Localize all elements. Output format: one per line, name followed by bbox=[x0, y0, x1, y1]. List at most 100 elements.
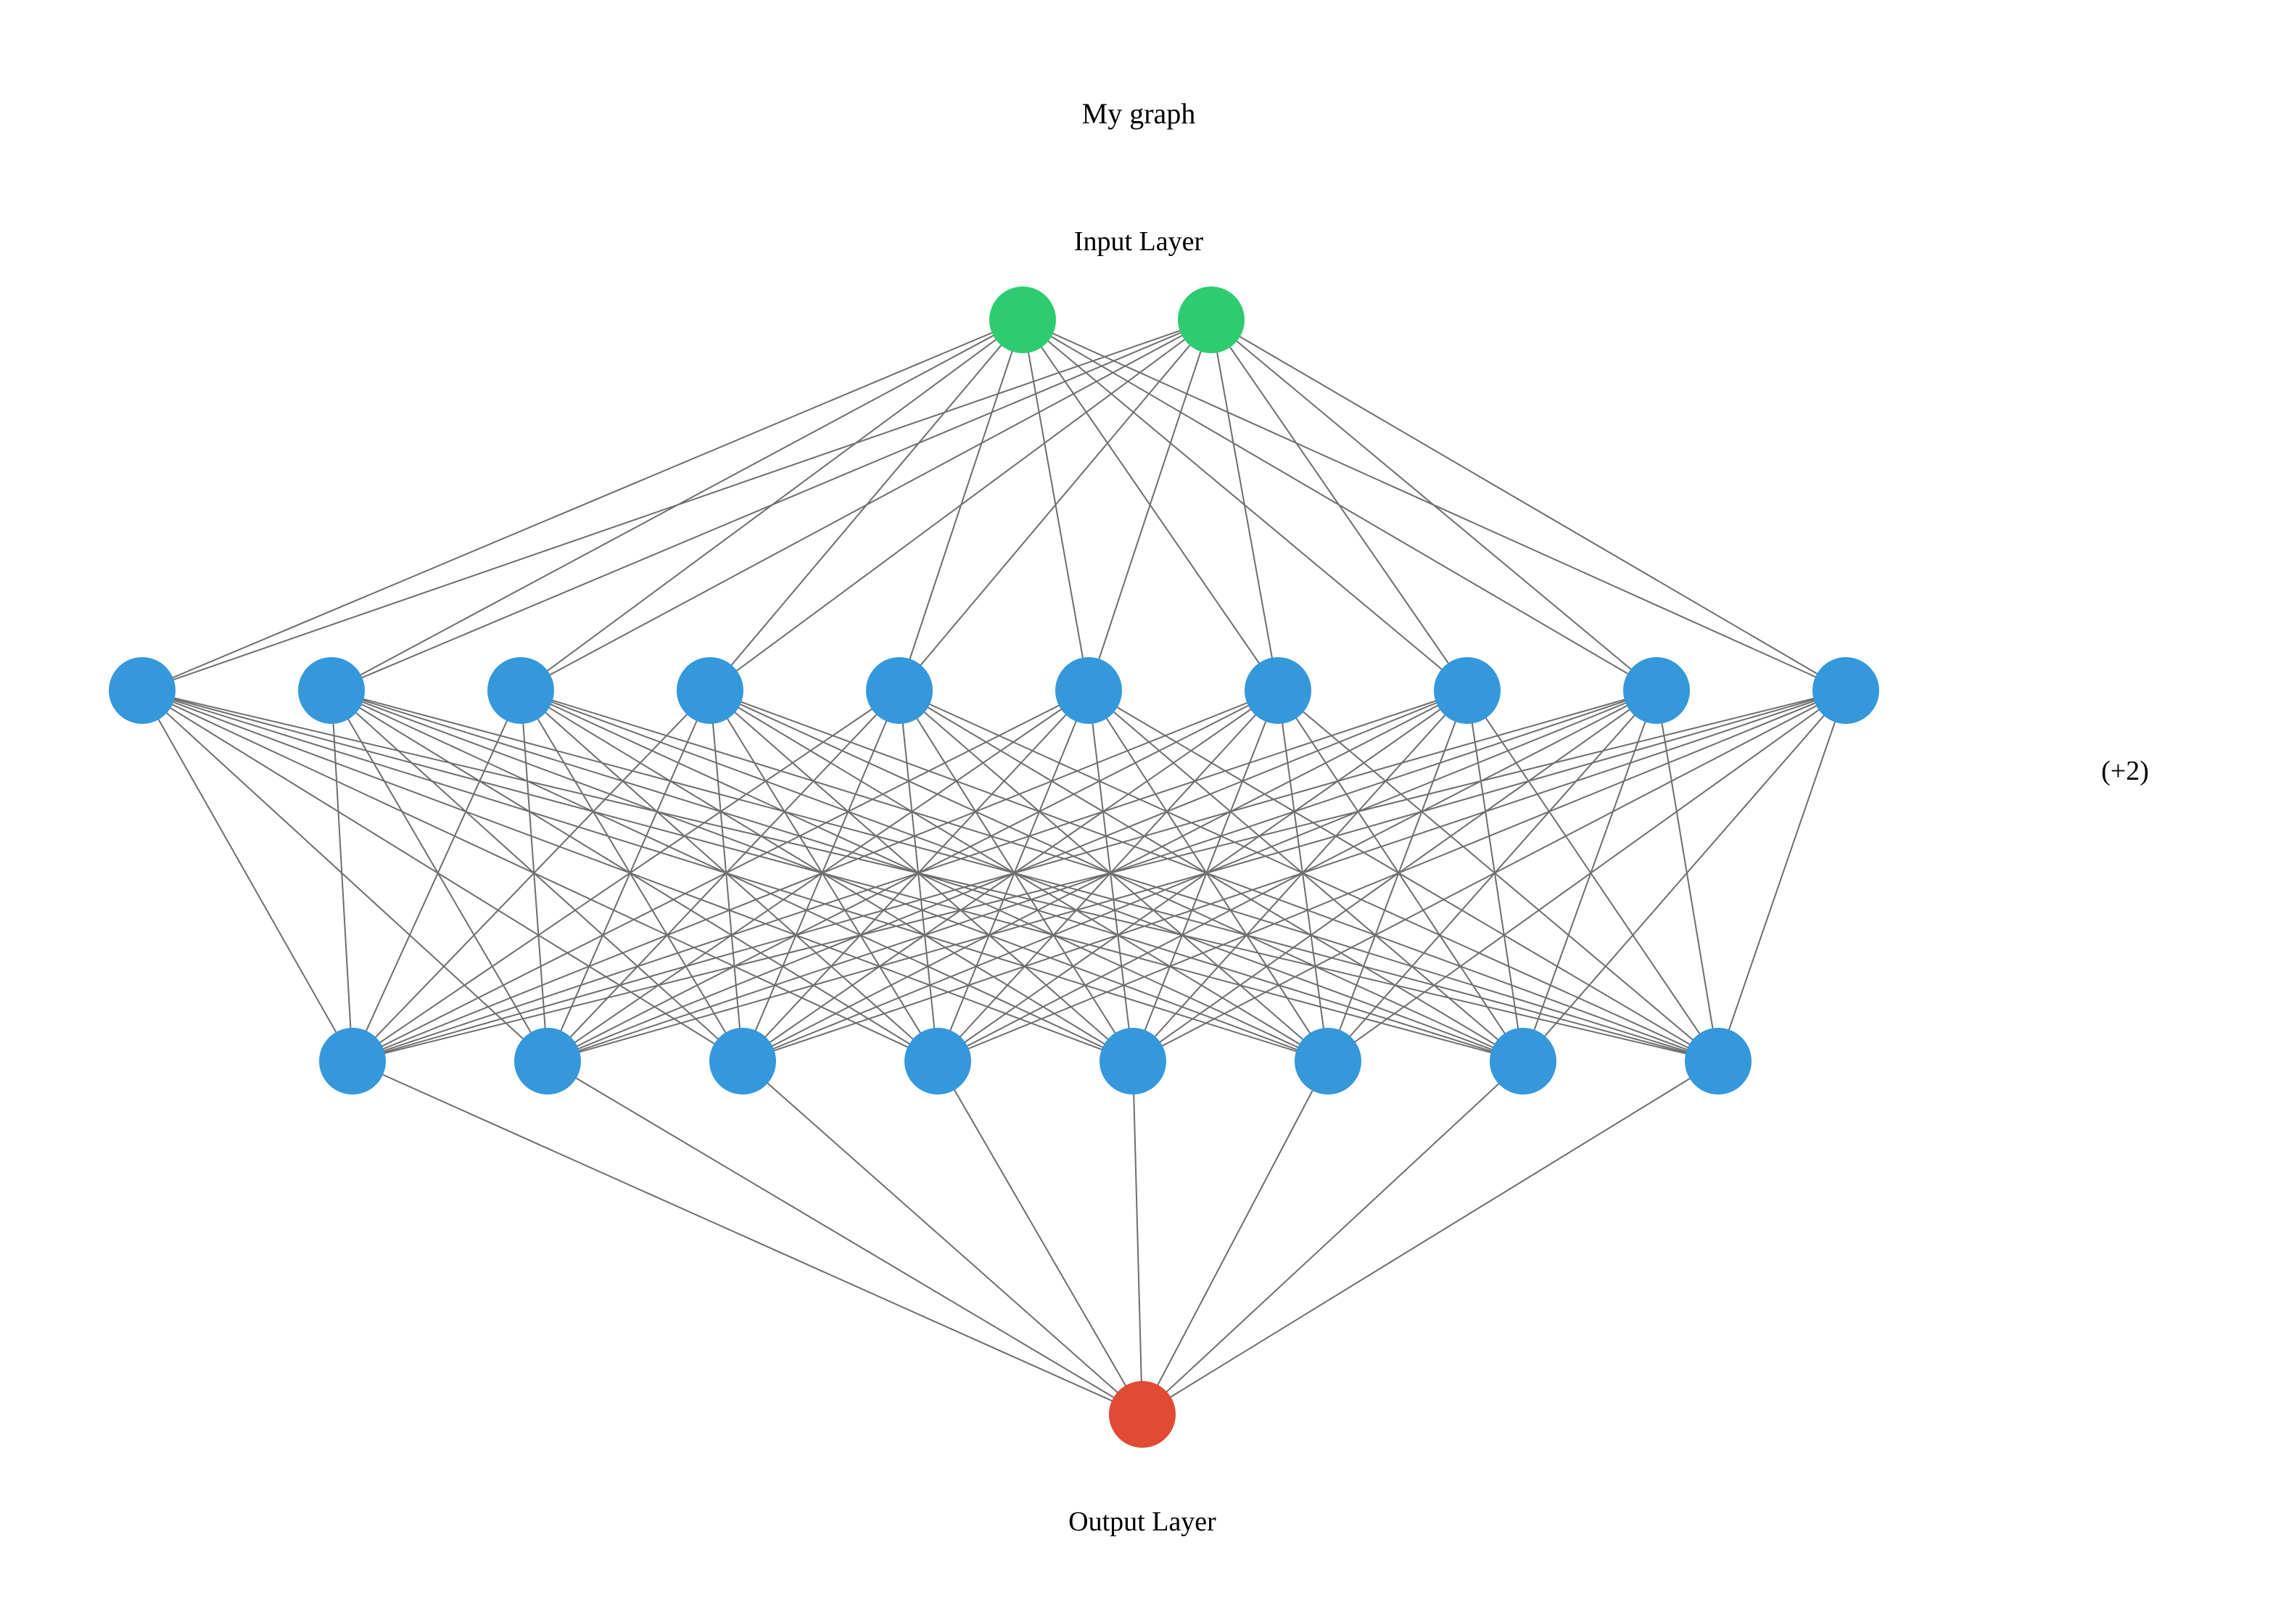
graph-edge bbox=[937, 690, 1657, 1062]
graph-edge bbox=[141, 319, 1212, 691]
graph-node-hidden1-7[interactable] bbox=[1245, 657, 1311, 724]
graph-edge bbox=[709, 690, 1329, 1062]
graph-edge bbox=[1142, 1060, 1719, 1415]
graph-edge bbox=[352, 690, 1847, 1062]
graph-edge bbox=[709, 319, 1212, 691]
graph-edge bbox=[1466, 690, 1524, 1062]
graph-edge bbox=[331, 319, 1212, 691]
graph-edge bbox=[899, 690, 1134, 1062]
graph-edge bbox=[1277, 690, 1329, 1062]
graph-node-hidden2-2[interactable] bbox=[514, 1028, 581, 1095]
graph-edge bbox=[547, 690, 1468, 1062]
graph-edge bbox=[1132, 1060, 1143, 1415]
graph-node-hidden1-9[interactable] bbox=[1623, 657, 1690, 724]
graph-edge bbox=[937, 690, 1089, 1062]
graph-node-input-1[interactable] bbox=[989, 287, 1056, 353]
graph-edge bbox=[1132, 690, 1657, 1062]
graph-edge bbox=[742, 690, 1657, 1062]
graph-edge bbox=[141, 690, 1134, 1062]
page-title: My graph bbox=[1082, 97, 1196, 130]
graph-edge bbox=[1142, 1060, 1524, 1415]
graph-node-hidden2-7[interactable] bbox=[1490, 1028, 1556, 1095]
graph-edge bbox=[141, 690, 939, 1062]
graph-edge bbox=[1717, 690, 1847, 1062]
graph-edge bbox=[331, 690, 939, 1062]
graph-edge bbox=[547, 690, 900, 1062]
graph-edge bbox=[899, 690, 1329, 1062]
graph-edge bbox=[1088, 690, 1329, 1062]
graph-edge bbox=[937, 690, 1847, 1062]
labels-group: My graph Input Layer (+2) Output Layer bbox=[1068, 97, 2149, 1537]
extra-nodes-annotation: (+2) bbox=[2101, 756, 2149, 786]
graph-edge bbox=[331, 690, 1134, 1062]
graph-edge bbox=[331, 690, 743, 1062]
graph-edge bbox=[1522, 690, 1847, 1062]
graph-edge bbox=[709, 690, 743, 1062]
graph-edge bbox=[331, 690, 548, 1062]
graph-edge bbox=[547, 690, 1089, 1062]
graph-edge bbox=[1327, 690, 1847, 1062]
graph-edge bbox=[520, 690, 743, 1062]
graph-edge bbox=[899, 319, 1212, 691]
graph-node-hidden1-8[interactable] bbox=[1434, 657, 1501, 724]
graph-node-hidden1-4[interactable] bbox=[677, 657, 743, 724]
graph-edge bbox=[742, 1060, 1143, 1415]
graph-node-hidden2-6[interactable] bbox=[1295, 1028, 1361, 1095]
graph-edge bbox=[1088, 319, 1212, 691]
graph-edge bbox=[141, 690, 1719, 1062]
graph-edge bbox=[141, 690, 353, 1062]
graph-edge bbox=[331, 690, 353, 1062]
graph-edge bbox=[1656, 690, 1719, 1062]
graph-edge bbox=[742, 690, 1468, 1062]
graph-edge bbox=[1132, 690, 1847, 1062]
graph-edge bbox=[352, 690, 1279, 1062]
graph-edge bbox=[709, 690, 939, 1062]
graph-edge bbox=[1522, 690, 1657, 1062]
graph-node-hidden1-2[interactable] bbox=[298, 657, 365, 724]
graph-edge bbox=[331, 690, 1524, 1062]
graph-edge bbox=[352, 690, 711, 1062]
graph-edge bbox=[547, 690, 1279, 1062]
graph-node-hidden2-8[interactable] bbox=[1685, 1028, 1752, 1095]
graph-edge bbox=[141, 690, 1329, 1062]
graph-edge bbox=[1466, 690, 1719, 1062]
graph-edge bbox=[1210, 319, 1468, 691]
graph-edge bbox=[331, 690, 1329, 1062]
nodes-group bbox=[109, 287, 1879, 1448]
graph-node-input-2[interactable] bbox=[1178, 287, 1245, 353]
graph-edge bbox=[742, 690, 1089, 1062]
graph-node-hidden1-5[interactable] bbox=[866, 657, 933, 724]
graph-edge bbox=[547, 690, 711, 1062]
graph-node-hidden1-1[interactable] bbox=[109, 657, 176, 724]
graph-node-hidden1-6[interactable] bbox=[1055, 657, 1122, 724]
graph-edge bbox=[1327, 690, 1468, 1062]
graph-edge bbox=[899, 690, 1524, 1062]
graph-node-hidden2-3[interactable] bbox=[709, 1028, 776, 1095]
graph-edge bbox=[1088, 690, 1134, 1062]
graph-node-hidden1-10[interactable] bbox=[1812, 657, 1879, 724]
graph-edge bbox=[742, 690, 900, 1062]
graph-node-hidden2-1[interactable] bbox=[319, 1028, 386, 1095]
graph-edge bbox=[1277, 690, 1719, 1062]
graph-edge bbox=[520, 690, 1719, 1062]
graph-edge bbox=[547, 690, 1847, 1062]
graph-edge bbox=[141, 319, 1023, 691]
graph-edge bbox=[352, 690, 900, 1062]
graph-node-hidden2-5[interactable] bbox=[1100, 1028, 1166, 1095]
graph-edge bbox=[1132, 690, 1468, 1062]
graph-node-output-1[interactable] bbox=[1109, 1381, 1176, 1448]
graph-edge bbox=[1327, 690, 1657, 1062]
graph-node-hidden1-3[interactable] bbox=[487, 657, 554, 724]
output-layer-label: Output Layer bbox=[1068, 1506, 1216, 1537]
graph-node-hidden2-4[interactable] bbox=[904, 1028, 971, 1095]
graph-edge bbox=[899, 690, 1719, 1062]
graph-edge bbox=[520, 690, 548, 1062]
graph-edge bbox=[141, 690, 548, 1062]
graph-edge bbox=[742, 690, 1847, 1062]
graph-edge bbox=[520, 690, 1134, 1062]
graph-edge bbox=[1142, 1060, 1329, 1415]
graph-edge bbox=[547, 1060, 1143, 1415]
graph-edge bbox=[1210, 319, 1279, 691]
